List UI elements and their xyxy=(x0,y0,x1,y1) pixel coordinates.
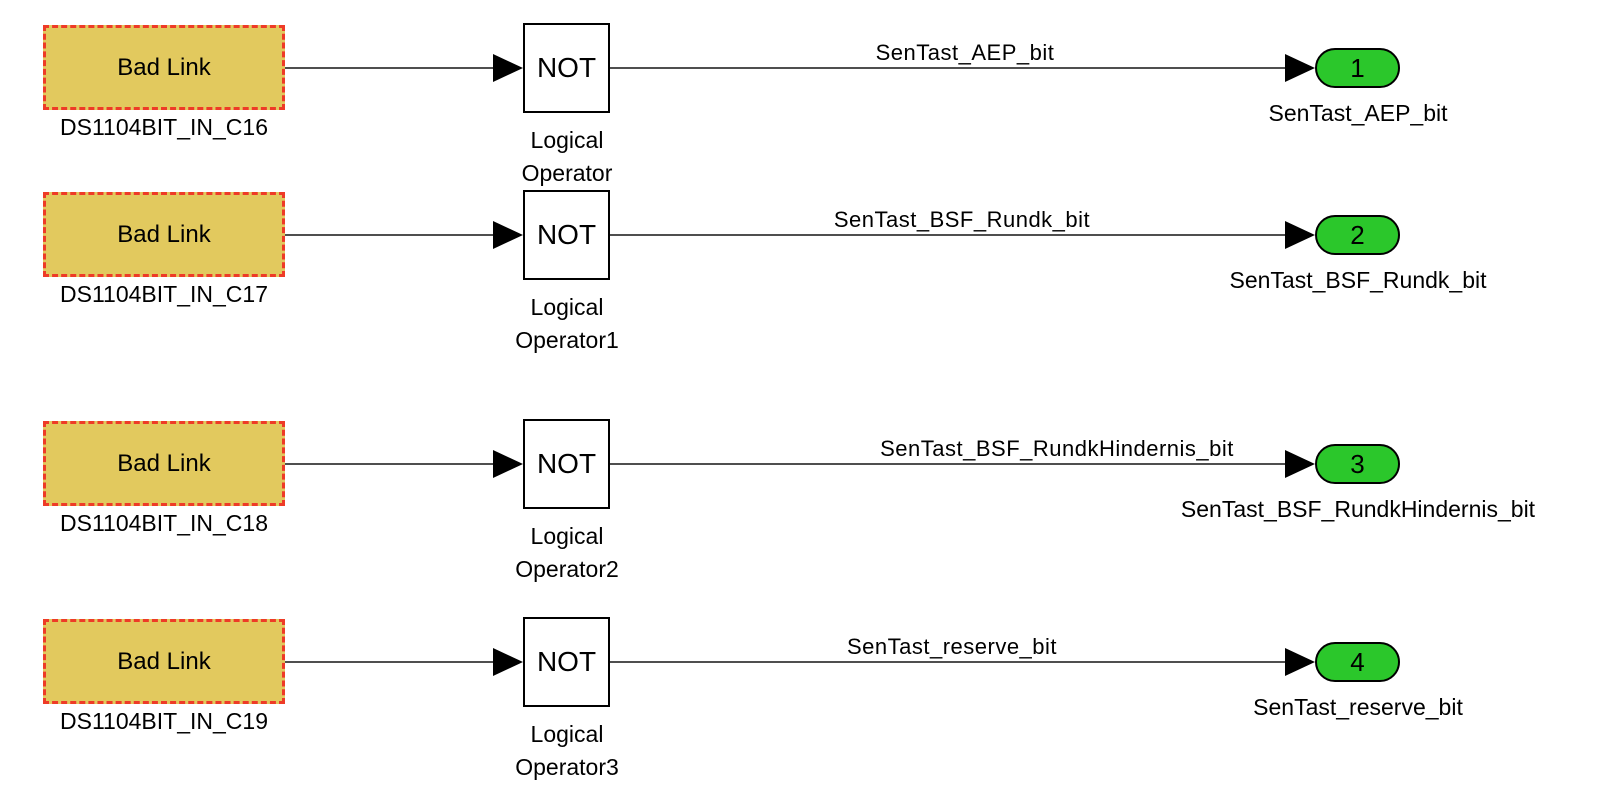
operator-block-name: Logical Operator1 xyxy=(515,291,619,357)
diagram-row: Bad Link DS1104BIT_IN_C18 NOT Logical Op… xyxy=(0,396,1600,596)
connector-wire[interactable] xyxy=(610,661,1287,663)
operator-name-line2: Operator2 xyxy=(515,556,619,582)
outport-block[interactable]: 3 xyxy=(1315,444,1400,484)
not-label: NOT xyxy=(536,448,597,479)
arrowhead-icon xyxy=(493,221,523,249)
bad-link-block-name: DS1104BIT_IN_C16 xyxy=(60,114,268,140)
arrowhead-icon xyxy=(1285,648,1315,676)
operator-name-line1: Logical xyxy=(530,721,604,747)
arrowhead-icon xyxy=(493,450,523,478)
connector-wire[interactable] xyxy=(285,67,495,69)
outport-number: 3 xyxy=(1350,448,1365,479)
logical-operator-block[interactable]: NOT xyxy=(523,23,610,113)
operator-block-name: Logical Operator2 xyxy=(515,520,619,586)
bad-link-label: Bad Link xyxy=(117,53,211,81)
arrowhead-icon xyxy=(493,648,523,676)
operator-name-line2: Operator3 xyxy=(515,754,619,780)
bad-link-label: Bad Link xyxy=(117,647,211,675)
arrowhead-icon xyxy=(1285,450,1315,478)
outport-number: 2 xyxy=(1350,219,1365,250)
connector-wire[interactable] xyxy=(285,463,495,465)
operator-block-name: Logical Operator3 xyxy=(515,718,619,784)
outport-name: SenTast_AEP_bit xyxy=(1268,100,1448,126)
bad-link-block[interactable]: Bad Link xyxy=(43,421,285,506)
operator-name-line1: Logical xyxy=(530,523,604,549)
diagram-row: Bad Link DS1104BIT_IN_C19 NOT Logical Op… xyxy=(0,594,1600,794)
bad-link-block-name: DS1104BIT_IN_C17 xyxy=(60,281,268,307)
outport-name: SenTast_BSF_Rundk_bit xyxy=(1229,267,1487,293)
bad-link-block-name: DS1104BIT_IN_C19 xyxy=(60,708,268,734)
logical-operator-block[interactable]: NOT xyxy=(523,419,610,509)
connector-wire[interactable] xyxy=(610,67,1287,69)
outport-number: 1 xyxy=(1350,52,1365,83)
signal-name-label: SenTast_reserve_bit xyxy=(846,634,1058,659)
operator-name-line2: Operator xyxy=(521,160,613,186)
arrowhead-icon xyxy=(1285,221,1315,249)
outport-block[interactable]: 4 xyxy=(1315,642,1400,682)
outport-name: SenTast_BSF_RundkHindernis_bit xyxy=(1180,496,1536,522)
signal-name-label: SenTast_BSF_Rundk_bit xyxy=(833,207,1091,232)
arrowhead-icon xyxy=(493,54,523,82)
bad-link-block[interactable]: Bad Link xyxy=(43,619,285,704)
outport-number: 4 xyxy=(1350,646,1365,677)
connector-wire[interactable] xyxy=(285,661,495,663)
operator-name-line2: Operator1 xyxy=(515,327,619,353)
bad-link-label: Bad Link xyxy=(117,449,211,477)
not-label: NOT xyxy=(536,52,597,83)
not-label: NOT xyxy=(536,219,597,250)
logical-operator-block[interactable]: NOT xyxy=(523,617,610,707)
operator-block-name: Logical Operator xyxy=(522,124,613,190)
logical-operator-block[interactable]: NOT xyxy=(523,190,610,280)
arrowhead-icon xyxy=(1285,54,1315,82)
bad-link-block-name: DS1104BIT_IN_C18 xyxy=(60,510,268,536)
signal-name-label: SenTast_BSF_RundkHindernis_bit xyxy=(880,436,1234,461)
connector-wire[interactable] xyxy=(285,234,495,236)
diagram-row: Bad Link DS1104BIT_IN_C16 NOT Logical Op… xyxy=(0,0,1600,200)
signal-name-label: SenTast_AEP_bit xyxy=(875,40,1055,65)
not-label: NOT xyxy=(536,646,597,677)
outport-block[interactable]: 2 xyxy=(1315,215,1400,255)
bad-link-block[interactable]: Bad Link xyxy=(43,192,285,277)
outport-block[interactable]: 1 xyxy=(1315,48,1400,88)
operator-name-line1: Logical xyxy=(530,127,604,153)
operator-name-line1: Logical xyxy=(530,294,604,320)
outport-name: SenTast_reserve_bit xyxy=(1253,694,1463,720)
connector-wire[interactable] xyxy=(610,463,1287,465)
bad-link-label: Bad Link xyxy=(117,220,211,248)
bad-link-block[interactable]: Bad Link xyxy=(43,25,285,110)
diagram-row: Bad Link DS1104BIT_IN_C17 NOT Logical Op… xyxy=(0,167,1600,367)
connector-wire[interactable] xyxy=(610,234,1287,236)
